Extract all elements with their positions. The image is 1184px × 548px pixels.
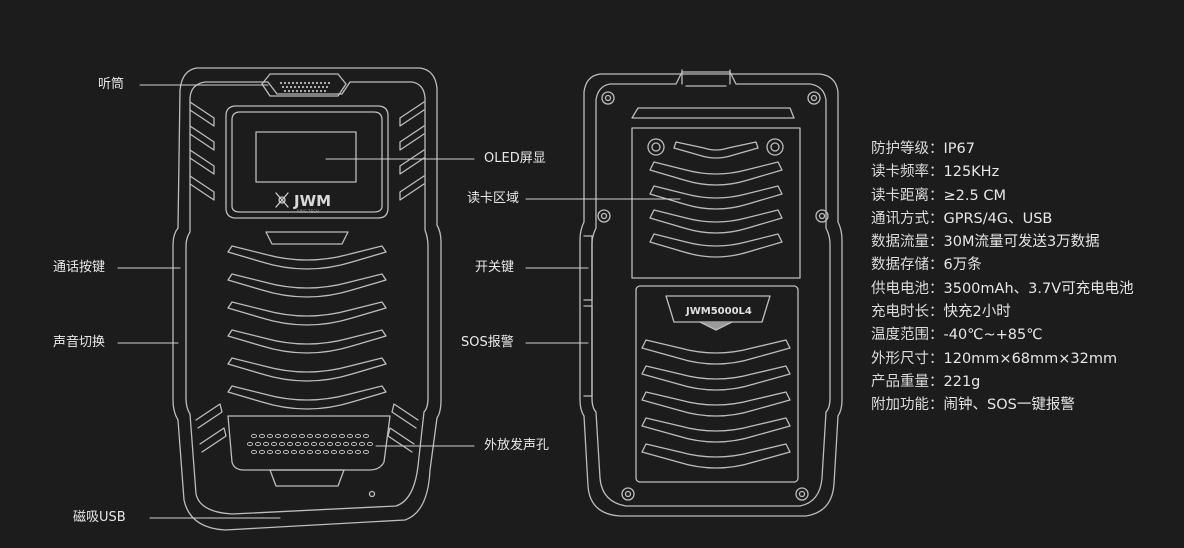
card-reading-area xyxy=(631,127,801,279)
spec-item: 供电电池：3500mAh、3.7V可充电电池 xyxy=(871,278,1134,301)
spec-separator: ： xyxy=(929,257,944,274)
spec-key: 通讯方式 xyxy=(871,210,929,227)
front-logo-subtext: KING TECH xyxy=(297,209,319,214)
back-chevrons xyxy=(641,339,791,469)
power-key-button xyxy=(583,235,593,301)
spec-separator: ： xyxy=(929,373,944,390)
spec-key: 外形尺寸 xyxy=(871,350,929,367)
call-button-label: 通话按键 xyxy=(53,260,106,275)
spec-item: 外形尺寸：120mm×68mm×32mm xyxy=(871,348,1134,371)
screw-holes xyxy=(597,91,829,501)
spec-value: 闹钟、SOS一键报警 xyxy=(943,397,1075,414)
spec-item: 通讯方式：GPRS/4G、USB xyxy=(871,208,1134,231)
magnetic-usb-label: 磁吸USB xyxy=(73,510,126,525)
spec-value: 3500mAh、3.7V可充电电池 xyxy=(943,280,1134,297)
oled-screen xyxy=(255,131,357,183)
oled-screen-label: OLED屏显 xyxy=(484,151,546,166)
spec-item: 附加功能：闹钟、SOS一键报警 xyxy=(871,394,1134,417)
earpiece-housing xyxy=(261,73,347,97)
spec-value: 120mm×68mm×32mm xyxy=(943,350,1118,367)
spec-item: 产品重量：221g xyxy=(871,371,1134,394)
front-logo-text: JWM xyxy=(293,192,331,210)
usb-contact xyxy=(368,490,376,498)
spec-value: 快充2小时 xyxy=(943,304,1011,321)
speaker-hole-label: 外放发声孔 xyxy=(484,438,550,453)
spec-key: 数据存储 xyxy=(871,257,929,274)
card-area-label: 读卡区域 xyxy=(467,191,520,206)
spec-item: 防护等级：IP67 xyxy=(871,138,1134,161)
front-logo xyxy=(275,192,289,208)
spec-value: ≥2.5 CM xyxy=(943,187,1006,204)
spec-item: 温度范围：-40℃~+85℃ xyxy=(871,324,1134,347)
spec-list: 防护等级：IP67 读卡频率：125KHz 读卡距离：≥2.5 CM 通讯方式：… xyxy=(871,138,1134,418)
sos-button xyxy=(583,305,593,397)
front-side-grips xyxy=(189,101,425,453)
screen-bezel xyxy=(225,105,389,219)
spec-separator: ： xyxy=(929,187,944,204)
spec-value: -40℃~+85℃ xyxy=(943,327,1043,344)
spec-key: 充电时长 xyxy=(871,304,929,321)
front-device: JWM KING TECH xyxy=(172,67,442,531)
spec-key: 读卡距离 xyxy=(871,187,929,204)
spec-value: 30M流量可发送3万数据 xyxy=(943,234,1100,251)
spec-key: 温度范围 xyxy=(871,327,929,344)
spec-key: 防护等级 xyxy=(871,141,929,157)
back-model-text: JWM5000L4 xyxy=(685,306,752,317)
power-key-label: 开关键 xyxy=(475,260,515,275)
leader-lines xyxy=(117,84,681,519)
sos-alarm-label: SOS报警 xyxy=(461,335,514,350)
spec-value: 221g xyxy=(943,373,981,390)
back-inner-shell xyxy=(591,71,831,507)
back-device: JWM5000L4 xyxy=(579,69,843,517)
spec-value: IP67 xyxy=(943,141,975,157)
model-plate xyxy=(665,295,771,323)
spec-value: GPRS/4G、USB xyxy=(943,210,1053,227)
spec-item: 充电时长：快充2小时 xyxy=(871,301,1134,324)
spec-key: 产品重量 xyxy=(871,373,929,390)
earpiece-grille xyxy=(279,81,331,93)
spec-key: 附加功能 xyxy=(871,397,929,414)
spec-item: 读卡频率：125KHz xyxy=(871,161,1134,184)
spec-value: 125KHz xyxy=(943,164,1000,181)
spec-separator: ： xyxy=(929,350,944,367)
spec-separator: ： xyxy=(929,327,944,344)
spec-separator: ： xyxy=(929,164,944,181)
spec-key: 数据流量 xyxy=(871,234,929,251)
spec-value: 6万条 xyxy=(943,257,982,274)
spec-separator: ： xyxy=(929,210,944,227)
front-keypad xyxy=(227,231,387,410)
spec-separator: ： xyxy=(929,397,944,414)
spec-separator: ： xyxy=(929,141,944,157)
sound-switch-label: 声音切换 xyxy=(53,335,106,350)
spec-item: 数据流量：30M流量可发送3万数据 xyxy=(871,231,1134,254)
spec-separator: ： xyxy=(929,304,944,321)
spec-item: 读卡距离：≥2.5 CM xyxy=(871,185,1134,208)
speaker-hole xyxy=(246,433,374,455)
spec-separator: ： xyxy=(929,280,944,297)
spec-separator: ： xyxy=(929,234,944,251)
spec-item: 数据存储：6万条 xyxy=(871,254,1134,277)
spec-key: 供电电池 xyxy=(871,280,929,297)
card-area-chevrons xyxy=(649,141,783,258)
speaker-panel xyxy=(227,415,391,471)
back-lower-panel xyxy=(635,285,799,483)
front-outer-shell xyxy=(172,67,442,531)
earpiece-label: 听筒 xyxy=(98,77,125,92)
back-clip-slot xyxy=(681,69,731,85)
back-outer-shell xyxy=(579,73,843,517)
front-inner-shell xyxy=(185,81,429,515)
spec-key: 读卡频率 xyxy=(871,164,929,181)
